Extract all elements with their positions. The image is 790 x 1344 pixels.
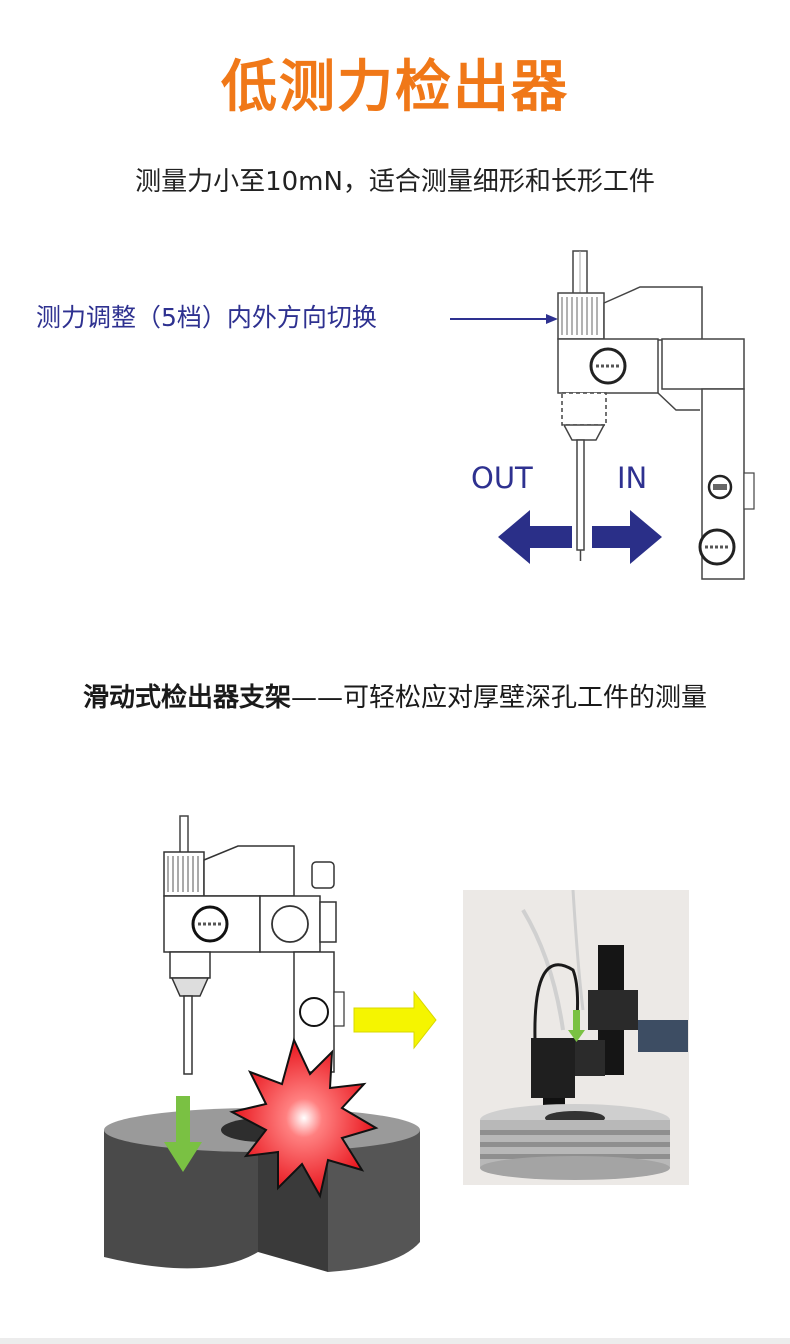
collision-burst <box>229 1037 379 1199</box>
page-title: 低测力检出器 <box>221 55 569 120</box>
collision-diagram <box>104 815 437 1272</box>
callout-arrow <box>450 314 558 324</box>
photo-illustration <box>463 890 689 1185</box>
workpiece <box>104 1108 420 1272</box>
bottom-divider <box>0 1338 790 1344</box>
out-label: OUT <box>471 461 533 495</box>
photo-green-arrow <box>568 1010 585 1042</box>
green-down-arrow <box>164 1096 202 1172</box>
detector-diagram <box>450 250 755 580</box>
section-heading-bold: 滑动式检出器支架 <box>82 683 291 713</box>
yellow-right-arrow <box>353 990 437 1050</box>
callout-text: 测力调整（5档）内外方向切换 <box>36 303 377 332</box>
out-arrow <box>498 510 572 564</box>
in-label: IN <box>617 461 648 495</box>
section-heading: 滑动式检出器支架——可轻松应对厚壁深孔工件的测量 <box>0 680 790 716</box>
section-heading-rest: ——可轻松应对厚壁深孔工件的测量 <box>291 683 708 713</box>
page-subtitle: 测量力小至10mN，适合测量细形和长形工件 <box>135 167 655 197</box>
product-photo <box>463 890 689 1185</box>
in-arrow <box>592 510 662 564</box>
